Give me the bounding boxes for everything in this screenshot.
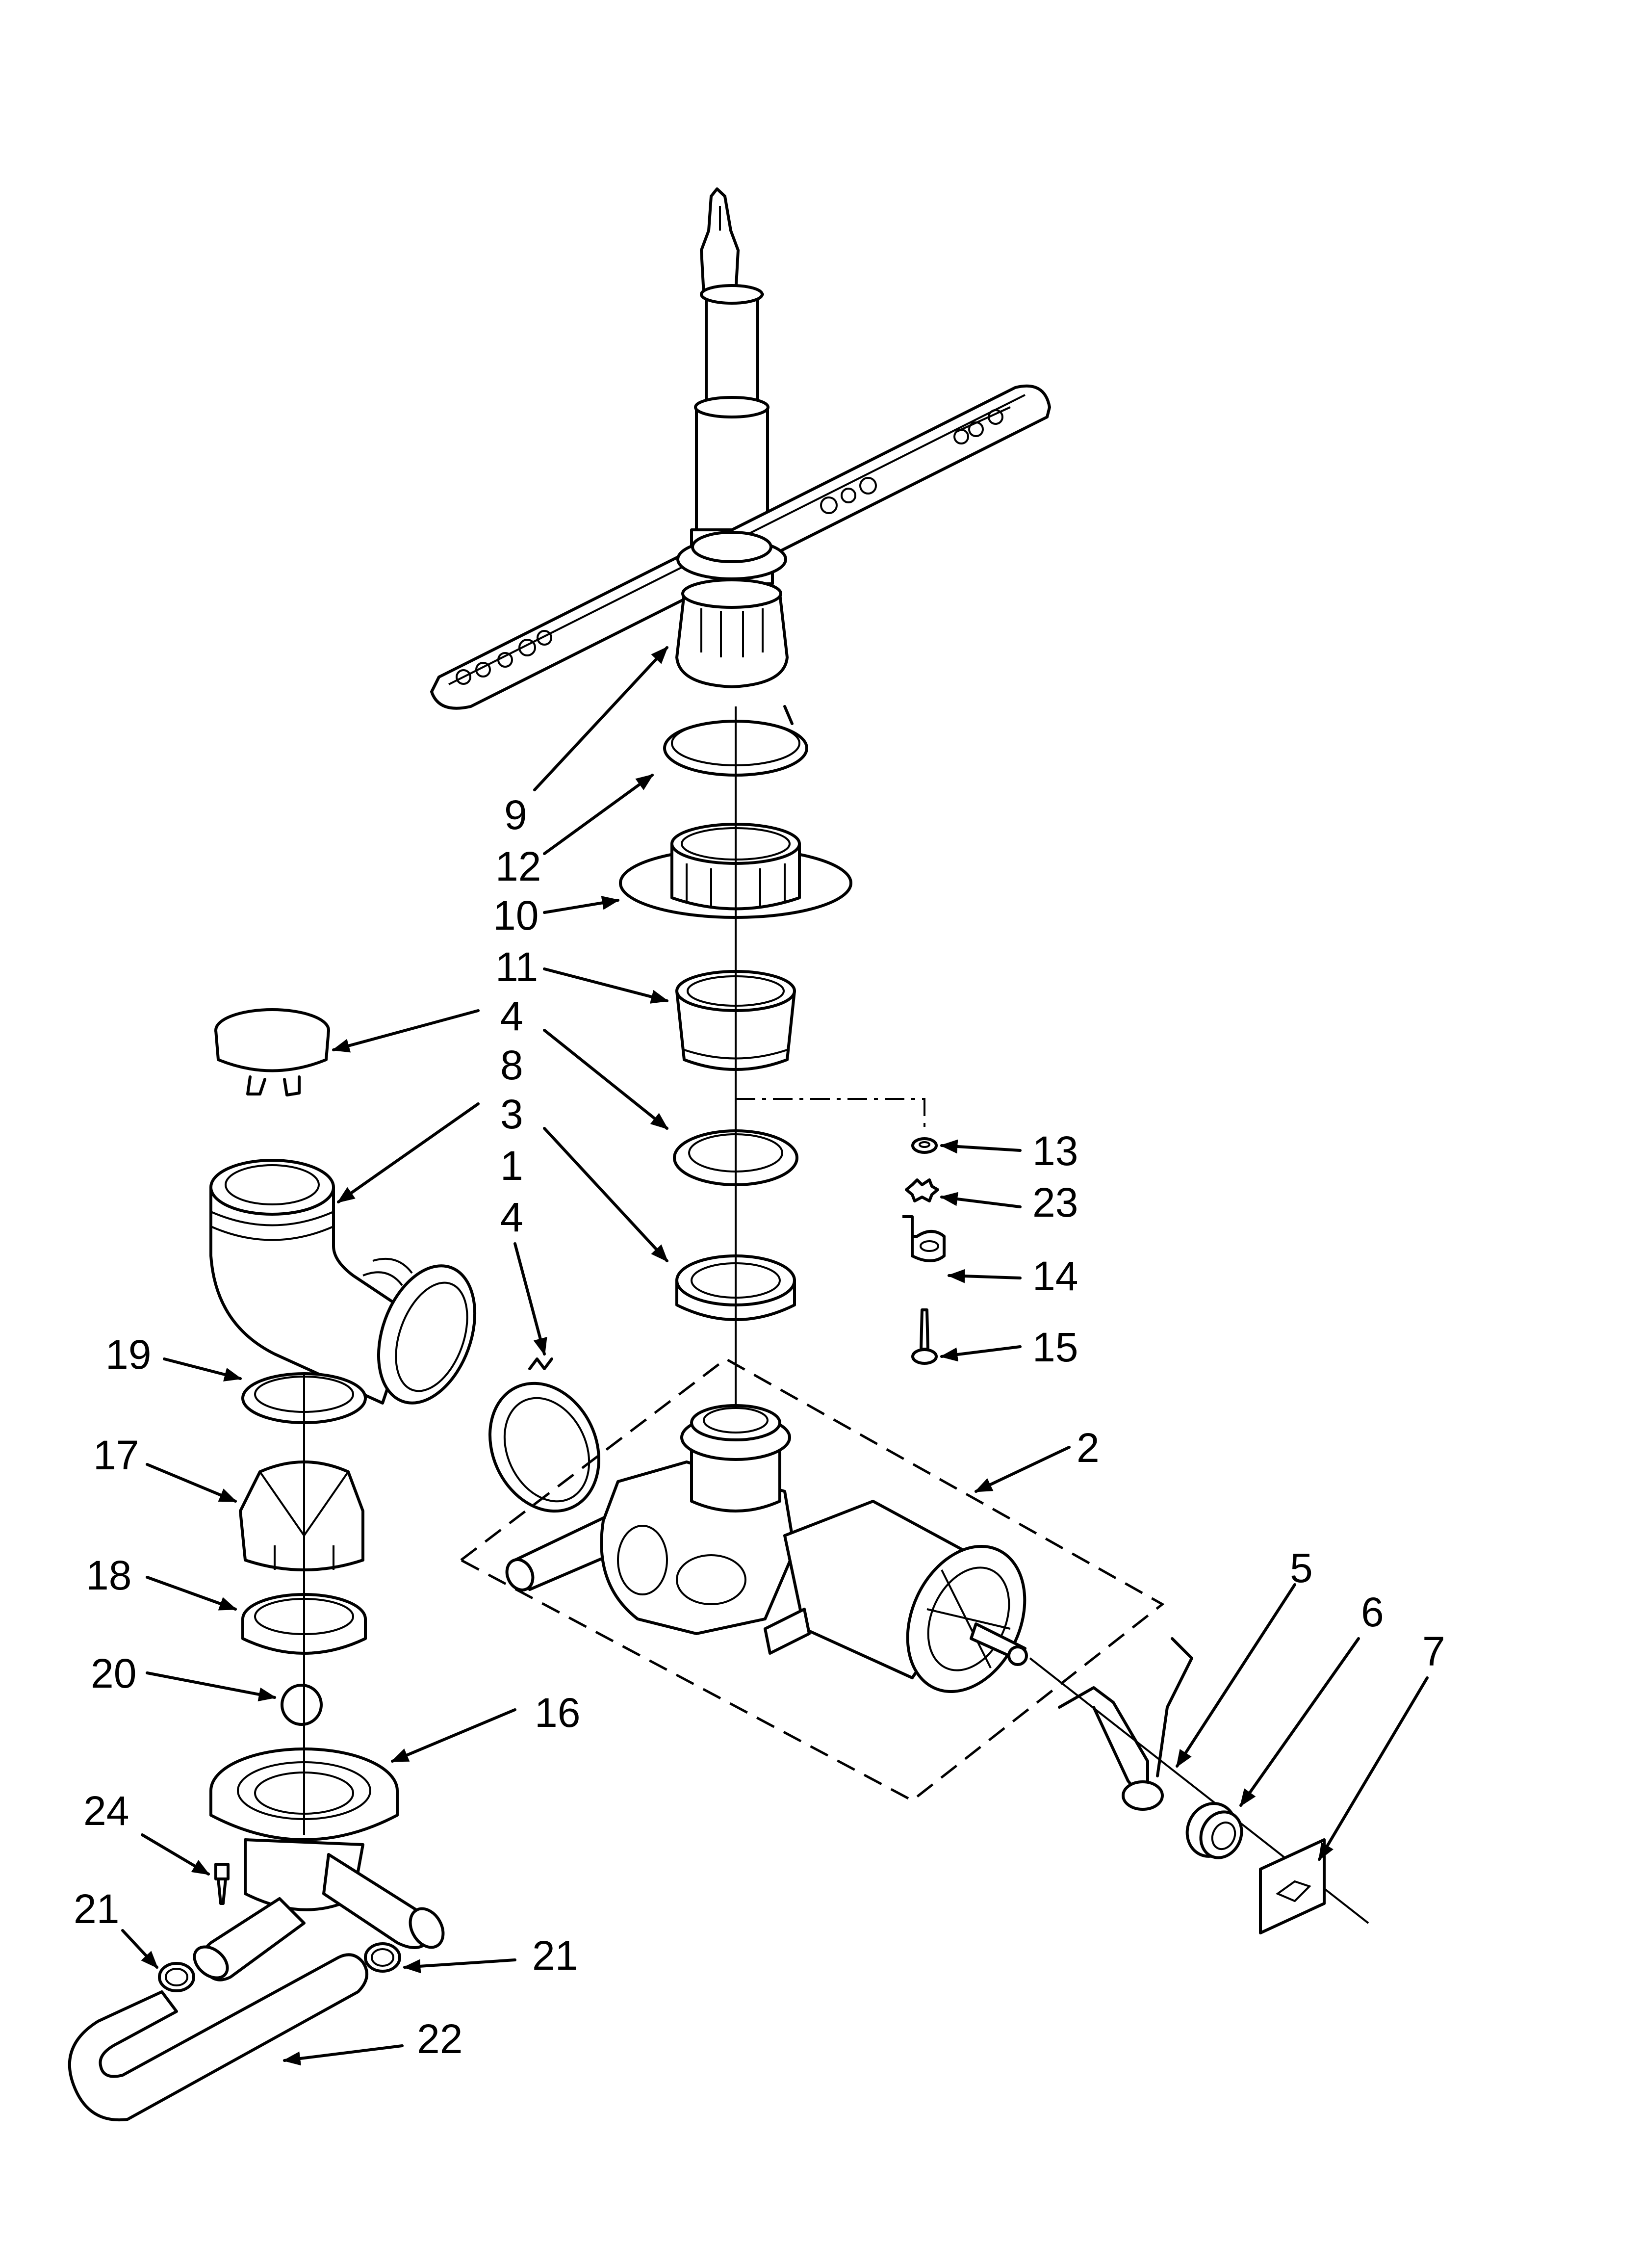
callout-6: 6 [1361,1589,1384,1635]
callout-12: 12 [495,843,541,889]
screw-15 [911,1308,938,1365]
callout-23: 23 [1032,1179,1078,1225]
leader-lines [121,646,1429,2066]
callout-5: 5 [1290,1545,1313,1591]
hose-clip-21-left [158,1962,195,1992]
callout-4-lower: 4 [500,1194,523,1240]
callout-11: 11 [495,944,538,990]
callout-4-upper: 4 [500,993,523,1039]
filter-17 [239,1460,364,1571]
callout-7: 7 [1422,1628,1445,1674]
spray-arm-assembly [430,187,1051,710]
bearing-6 [1185,1802,1243,1859]
callout-13: 13 [1032,1128,1078,1174]
callout-1: 1 [500,1143,523,1189]
callout-15: 15 [1032,1324,1078,1370]
hose-clamp-upper [214,1008,330,1096]
callout-10: 10 [493,892,539,938]
callout-8: 8 [500,1042,523,1088]
hardware-axis [736,1098,925,1133]
star-washer-23 [905,1178,939,1202]
hose-clip-21-right [364,1942,401,1973]
callout-17: 17 [93,1432,139,1478]
callout-3: 3 [500,1091,523,1137]
callout-21-left: 21 [74,1886,119,1932]
clip-14 [902,1215,946,1262]
callout-24: 24 [83,1788,129,1834]
callout-9: 9 [504,792,527,838]
check-ball-20 [281,1684,323,1726]
callout-16: 16 [535,1690,580,1736]
seal-plate-7 [1259,1838,1326,1934]
pump-motor-assembly [459,1357,1165,1802]
callout-labels: 9 12 10 11 4 8 3 1 4 13 23 14 15 19 17 2… [74,792,1445,2062]
washer-13 [911,1137,938,1154]
callout-21-right: 21 [532,1932,578,1979]
hose-clamp-lower [488,1357,600,1513]
callout-22: 22 [417,2016,462,2062]
elbow-hose [209,1159,477,1405]
spring-clip-5 [1058,1637,1193,1811]
drain-hose-22 [68,1953,368,2122]
screw-24 [214,1863,230,1905]
callout-2: 2 [1077,1425,1100,1471]
callout-18: 18 [86,1552,131,1598]
callout-19: 19 [105,1331,151,1378]
callout-20: 20 [91,1650,136,1696]
callout-14: 14 [1032,1253,1078,1299]
